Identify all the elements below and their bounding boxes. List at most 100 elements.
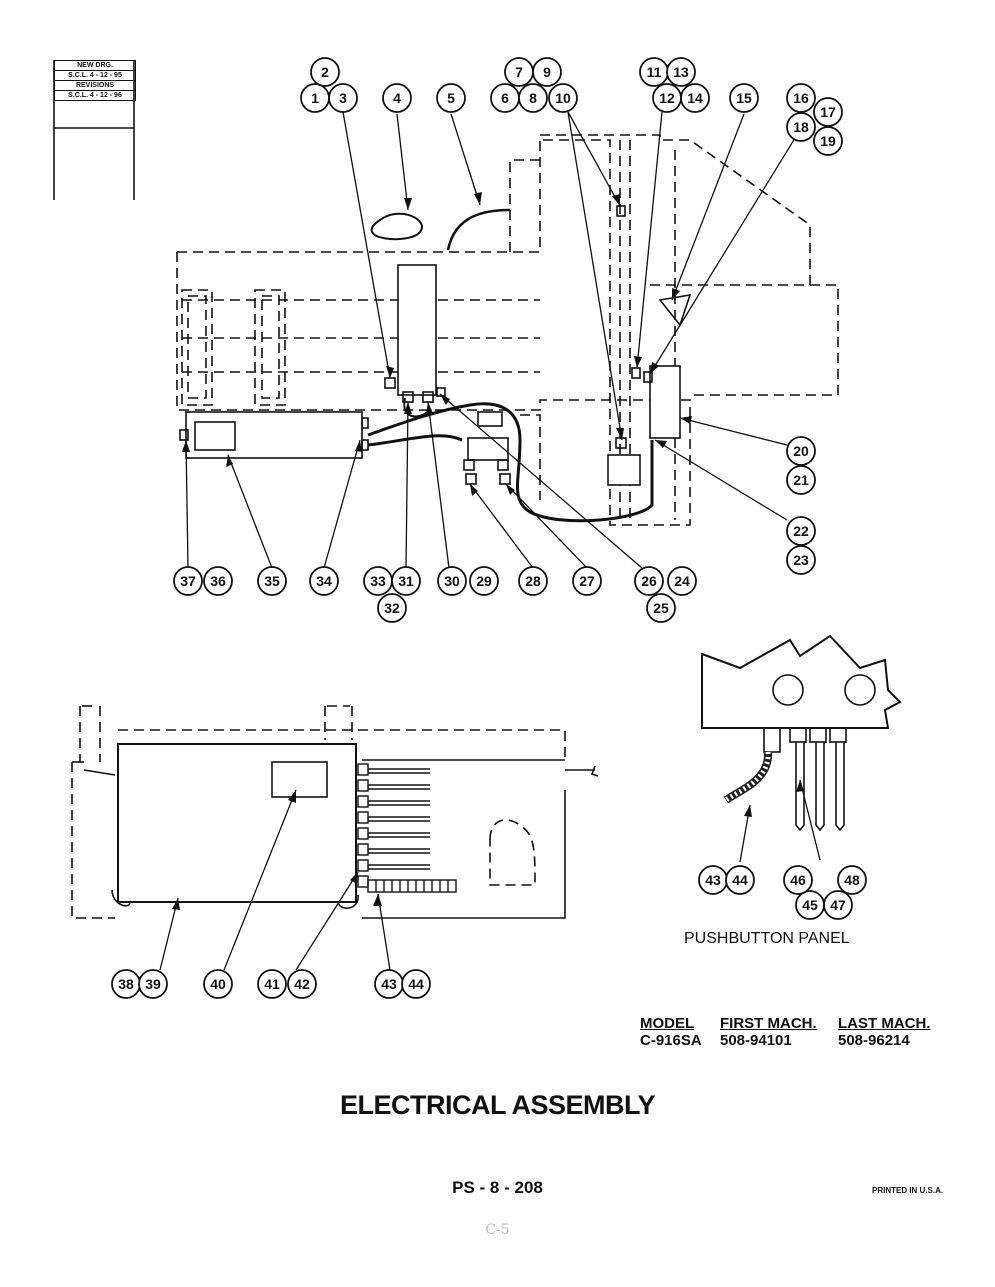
callout-number: 3 [339, 90, 347, 106]
callout-number: 7 [515, 64, 523, 80]
last-machine-value: 508-96214 [838, 1032, 910, 1049]
callout-number: 34 [316, 573, 332, 589]
callout-25: 25 [646, 593, 676, 623]
callout-44: 44 [725, 865, 755, 895]
callout-30: 30 [437, 566, 467, 596]
pushbutton-panel-view [701, 634, 902, 863]
callout-number: 19 [820, 133, 836, 149]
callout-10: 10 [548, 83, 578, 113]
new-drawing-date: S.C.L. 4 - 12 - 95 [55, 71, 135, 81]
callout-number: 47 [830, 897, 846, 913]
pushbutton-panel-label: PUSHBUTTON PANEL [684, 930, 850, 947]
callout-23: 23 [786, 545, 816, 575]
callout-16: 16 [786, 83, 816, 113]
callout-19: 19 [813, 126, 843, 156]
callout-42: 42 [287, 969, 317, 999]
callout-39: 39 [138, 969, 168, 999]
callout-number: 14 [687, 90, 703, 106]
callout-21: 21 [786, 465, 816, 495]
callout-5: 5 [436, 83, 466, 113]
callout-11: 11 [639, 57, 669, 87]
callout-44: 44 [401, 969, 431, 999]
callout-number: 39 [145, 976, 161, 992]
callout-number: 1 [311, 90, 319, 106]
callout-number: 11 [647, 64, 662, 80]
callout-number: 25 [653, 600, 669, 616]
callout-number: 12 [659, 90, 675, 106]
callout-8: 8 [518, 83, 548, 113]
callout-number: 5 [447, 90, 455, 106]
callout-number: 9 [543, 64, 551, 80]
callout-14: 14 [680, 83, 710, 113]
callout-1: 1 [300, 83, 330, 113]
callout-43: 43 [374, 969, 404, 999]
last-machine-header: LAST MACH. [838, 1015, 931, 1032]
callout-34: 34 [309, 566, 339, 596]
document-number: PS - 8 - 208 [452, 1178, 543, 1197]
callout-number: 28 [525, 573, 541, 589]
callout-24: 24 [667, 566, 697, 596]
callout-number: 20 [793, 443, 809, 459]
callout-26: 26 [634, 566, 664, 596]
revisions-label: REVISIONS [55, 81, 135, 91]
callout-20: 20 [786, 436, 816, 466]
callout-37: 37 [173, 566, 203, 596]
callout-28: 28 [518, 566, 548, 596]
callout-number: 8 [529, 90, 537, 106]
callout-number: 43 [705, 872, 721, 888]
callout-number: 15 [736, 90, 752, 106]
callout-number: 44 [408, 976, 424, 992]
callout-46: 46 [783, 865, 813, 895]
callout-40: 40 [203, 969, 233, 999]
callout-47: 47 [823, 890, 853, 920]
callout-48: 48 [837, 865, 867, 895]
callout-6: 6 [490, 83, 520, 113]
callout-32: 32 [377, 593, 407, 623]
callout-15: 15 [729, 83, 759, 113]
callout-number: 31 [398, 573, 414, 589]
callout-number: 36 [210, 573, 226, 589]
callout-number: 35 [264, 573, 280, 589]
model-value: C-916SA [640, 1032, 702, 1049]
callout-7: 7 [504, 57, 534, 87]
callout-number: 29 [476, 573, 492, 589]
callout-number: 24 [674, 573, 690, 589]
callout-number: 26 [641, 573, 657, 589]
callout-13: 13 [666, 57, 696, 87]
callout-2: 2 [310, 57, 340, 87]
callout-number: 43 [381, 976, 397, 992]
callout-number: 41 [264, 976, 280, 992]
callout-number: 6 [501, 90, 509, 106]
printed-in-usa: PRINTED IN U.S.A. [872, 1186, 944, 1195]
handwritten-page-mark: C-5 [485, 1222, 510, 1238]
callout-number: 21 [793, 472, 809, 488]
callout-17: 17 [813, 97, 843, 127]
callout-35: 35 [257, 566, 287, 596]
callout-45: 45 [795, 890, 825, 920]
callout-number: 42 [294, 976, 310, 992]
callout-43: 43 [698, 865, 728, 895]
callout-22: 22 [786, 516, 816, 546]
callout-41: 41 [257, 969, 287, 999]
callout-18: 18 [786, 112, 816, 142]
callout-number: 22 [793, 523, 809, 539]
callout-number: 23 [793, 552, 809, 568]
callout-number: 13 [673, 64, 689, 80]
callout-36: 36 [203, 566, 233, 596]
callout-number: 38 [118, 976, 134, 992]
callout-number: 48 [844, 872, 860, 888]
control-box-view [71, 705, 599, 971]
callout-31: 31 [391, 566, 421, 596]
revision-date: S.C.L. 4 - 12 - 96 [68, 92, 122, 99]
callout-27: 27 [572, 566, 602, 596]
callout-12: 12 [652, 83, 682, 113]
revision-block: NEW DRG. S.C.L. 4 - 12 - 95 REVISIONS S.… [54, 60, 136, 101]
callout-number: 32 [384, 600, 400, 616]
callout-4: 4 [382, 83, 412, 113]
callout-9: 9 [532, 57, 562, 87]
callout-number: 4 [393, 90, 401, 106]
new-drawing-label: NEW DRG. [55, 61, 135, 71]
callout-number: 44 [732, 872, 748, 888]
